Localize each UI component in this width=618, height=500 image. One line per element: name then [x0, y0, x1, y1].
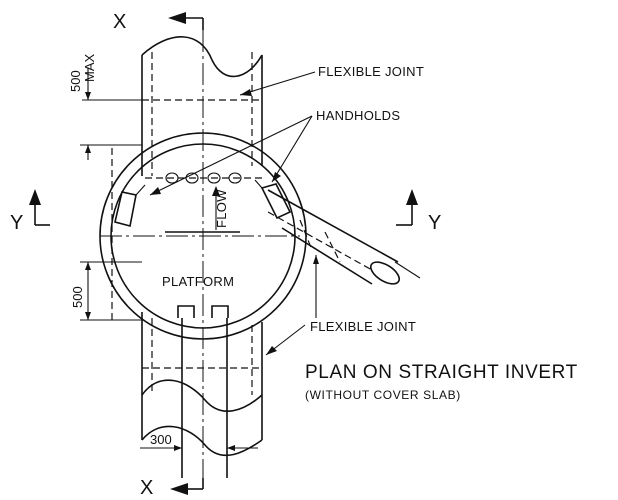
- step-iron-left: [114, 184, 146, 227]
- handhold: [228, 172, 242, 184]
- section-y-right-label: Y: [428, 212, 441, 234]
- dim-500-max-note: MAX: [82, 54, 97, 83]
- branch-pipe-centerline: [267, 211, 373, 271]
- branch-pipe-upper-wall: [267, 189, 399, 263]
- label-flexible-joint-top: FLEXIBLE JOINT: [239, 64, 424, 96]
- channel-inlets: [177, 305, 229, 318]
- branch-extension-line: [394, 261, 421, 279]
- handholds-text: HANDHOLDS: [316, 108, 400, 123]
- section-marker-bottom: X: [140, 477, 204, 499]
- branch-pipe: [267, 189, 421, 285]
- flow-arrow: [212, 186, 220, 230]
- flow-label: FLOW: [214, 189, 229, 228]
- dim-300-value: 300: [150, 432, 172, 447]
- label-handholds: HANDHOLDS: [149, 108, 400, 196]
- dim-500-value: 500: [70, 286, 85, 308]
- lower-pipe-break-line: [141, 379, 263, 412]
- dimension-300: 300: [140, 432, 258, 451]
- upper-pipe: [141, 36, 263, 176]
- section-y-left-label: Y: [10, 212, 23, 234]
- section-x-bottom-label: X: [140, 477, 153, 499]
- section-x-top-label: X: [113, 11, 126, 33]
- step-iron-right: [254, 179, 292, 220]
- section-marker-right: Y: [396, 189, 441, 234]
- upper-pipe-break-line: [141, 36, 263, 78]
- drawing-subtitle: (WITHOUT COVER SLAB): [305, 388, 461, 402]
- label-flexible-joint-bottom: FLEXIBLE JOINT: [265, 255, 416, 356]
- branch-flexible-joint: [299, 219, 313, 251]
- section-marker-left: Y: [10, 189, 50, 234]
- platform-label: PLATFORM: [162, 274, 234, 289]
- branch-flexible-joint: [324, 231, 341, 263]
- section-marker-top: X: [113, 11, 204, 33]
- branch-pipe-lower-wall: [281, 227, 373, 285]
- handhold: [207, 172, 221, 184]
- lower-pipe: [141, 312, 263, 478]
- dim-500-max-value: 500: [68, 70, 83, 92]
- drawing-title: PLAN ON STRAIGHT INVERT: [305, 362, 578, 383]
- handhold: [165, 172, 179, 184]
- dimension-500-platform: 500: [70, 144, 142, 321]
- branch-pipe-end: [369, 261, 401, 285]
- flexible-joint-bottom-text: FLEXIBLE JOINT: [310, 319, 416, 334]
- handholds-row: [145, 172, 262, 184]
- dimension-500-max: 500 MAX: [68, 54, 142, 101]
- flexible-joint-top-text: FLEXIBLE JOINT: [318, 64, 424, 79]
- lower-pipe-end: [141, 425, 263, 457]
